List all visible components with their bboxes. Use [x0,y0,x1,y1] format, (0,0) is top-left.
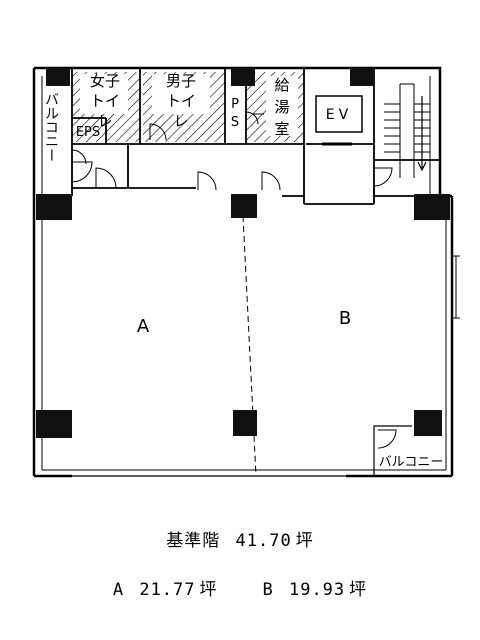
unit-b-label: B [339,308,351,329]
elevator-label: EV [326,107,352,123]
eps-label: EPS [76,125,100,140]
unit-b-area-unit: 坪 [349,580,368,600]
core-partitions [71,68,440,205]
floor-area-unit: 坪 [295,531,314,551]
floor-area-value: 41.70 [235,531,292,551]
doors [71,111,397,449]
staircase [384,83,430,178]
window-right [452,255,460,319]
womens-toilet-label: 女子トイレ [90,72,120,130]
elevator-box [315,95,363,133]
mens-toilet-label: 男子トイレ [166,72,196,130]
tenant-division-line [242,215,257,477]
unit-a-label: A [137,316,150,337]
balcony-left-label: バルコニー [43,92,59,162]
unit-a-area-value: 21.77 [139,580,196,600]
balcony-right-label: バルコニー [379,455,444,470]
balcony-right-box [373,425,412,476]
unit-a-area-unit: 坪 [199,580,218,600]
unit-b-area-value: 19.93 [288,580,346,600]
columns [36,68,450,438]
kitchenette-label: 給湯室 [274,76,289,138]
floor-label: 基準階 [166,531,221,551]
unit-a-caption-label: A [112,580,125,600]
unit-b-caption-label: B [262,580,274,600]
